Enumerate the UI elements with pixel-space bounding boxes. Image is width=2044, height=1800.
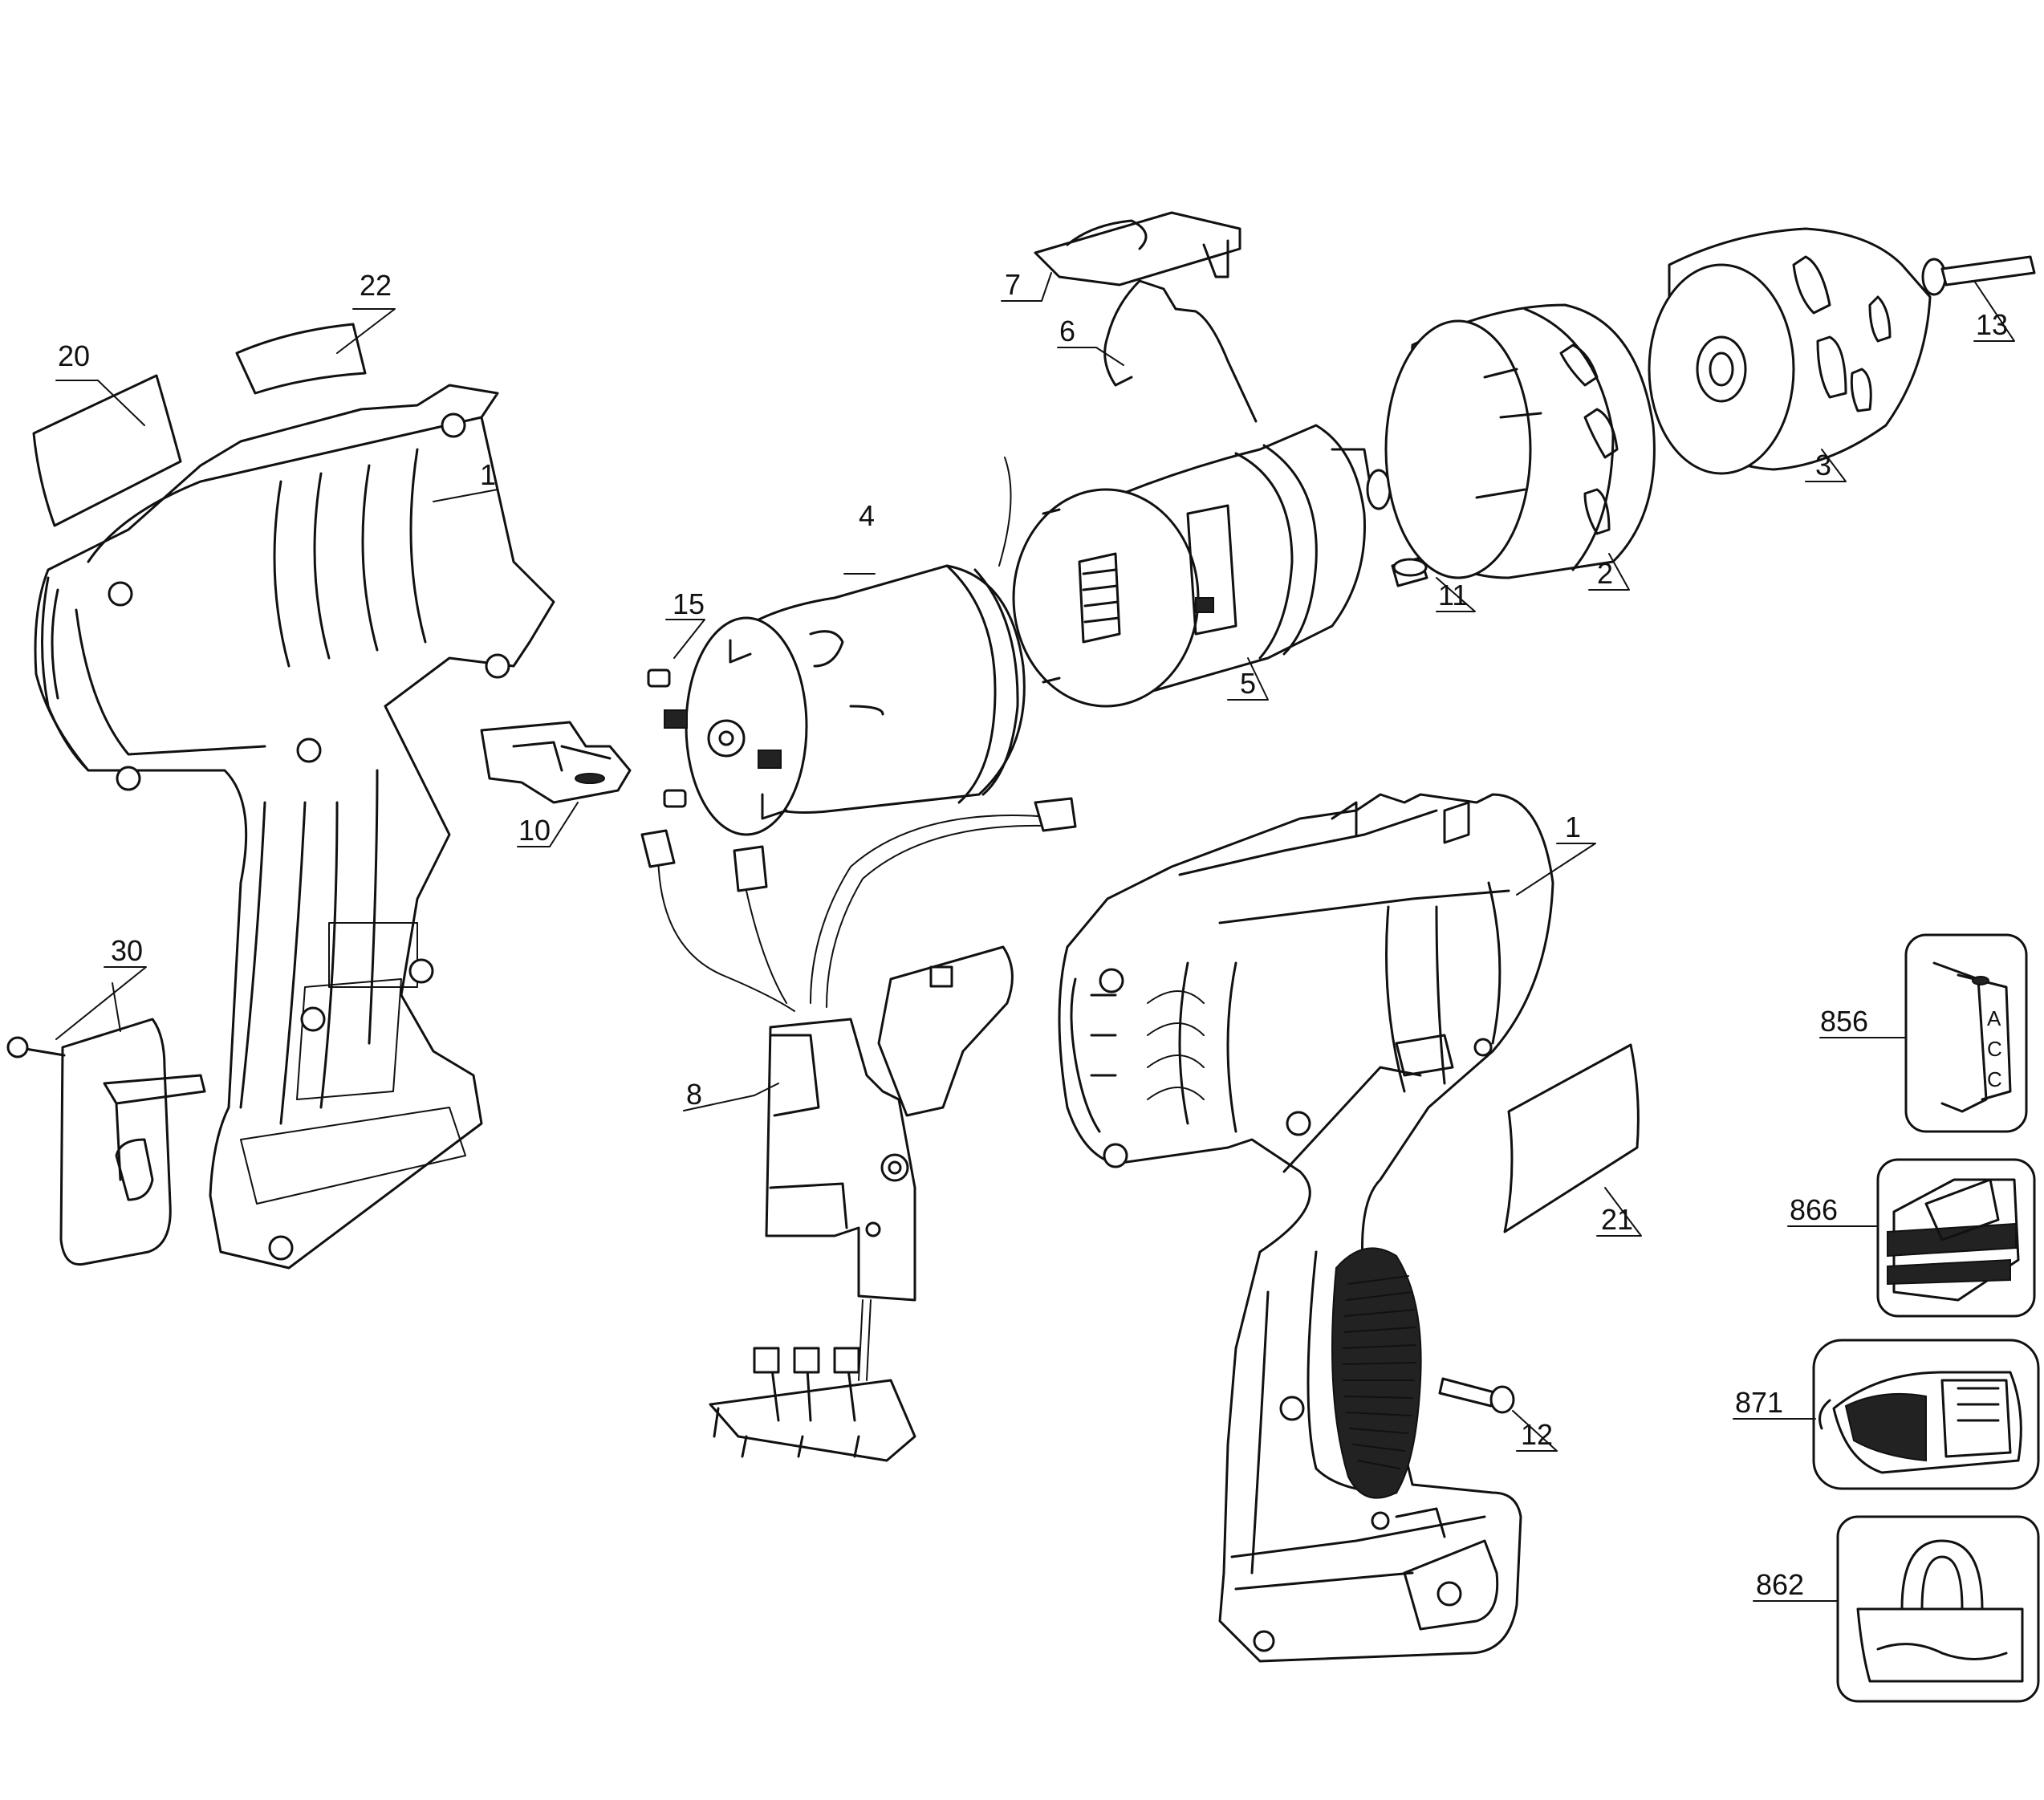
accessory-856-letter-3: C — [1987, 1067, 2002, 1091]
callout-6: 6 — [1059, 315, 1075, 347]
accessory-871-charger — [1812, 1339, 2040, 1490]
battery-terminal-block — [709, 1347, 916, 1462]
part-2-clutch-collar — [1384, 303, 1656, 579]
callout-5: 5 — [1240, 667, 1256, 700]
part-1-assembled-housing — [1058, 793, 1554, 1663]
callout-1-right: 1 — [1565, 811, 1581, 843]
part-11-screw — [1391, 556, 1428, 587]
part-13-chuck-screw — [1921, 255, 2036, 296]
callout-8: 8 — [686, 1078, 702, 1111]
handle-grip-pad — [1331, 1247, 1422, 1499]
callout-leader-lines — [55, 272, 2015, 1602]
accessory-862-kit-bag — [1836, 1515, 2040, 1703]
callout-3: 3 — [1815, 449, 1831, 481]
part-8-switch-assembly — [640, 797, 1077, 1381]
part-7-shift-button — [1034, 211, 1241, 286]
accessory-856-letter-2: C — [1987, 1037, 2002, 1061]
callout-12: 12 — [1521, 1418, 1553, 1451]
callout-15: 15 — [673, 587, 705, 620]
part-20-label-sticker — [32, 374, 182, 527]
callout-22: 22 — [360, 269, 392, 302]
part-10-connector — [480, 721, 632, 804]
callout-871: 871 — [1735, 1386, 1783, 1419]
part-12-screw — [1438, 1377, 1515, 1414]
part-30-belt-clip — [6, 1018, 206, 1266]
callout-30: 30 — [111, 934, 143, 967]
callout-11: 11 — [1438, 579, 1468, 612]
callout-2: 2 — [1597, 557, 1613, 590]
callout-20: 20 — [58, 339, 90, 372]
accessory-856-letter-1: A — [1987, 1006, 2001, 1030]
callout-13: 13 — [1976, 308, 2008, 341]
accessory-856-manual: A C C — [1904, 933, 2028, 1133]
part-4-motor — [664, 564, 1026, 836]
callout-862: 862 — [1756, 1568, 1804, 1601]
callout-21: 21 — [1601, 1203, 1633, 1236]
callout-856: 856 — [1820, 1005, 1868, 1038]
callout-10: 10 — [518, 814, 551, 847]
accessory-866-battery — [1876, 1158, 2036, 1318]
callout-7: 7 — [1005, 268, 1021, 301]
callout-labels: 20 22 1 4 15 10 30 7 6 11 5 2 3 13 1 21 … — [58, 268, 2008, 1601]
part-5-gearbox — [1012, 424, 1392, 708]
part-15-spacer-pins — [647, 668, 687, 808]
part-22-label-sticker — [235, 323, 367, 395]
callout-866: 866 — [1790, 1193, 1838, 1226]
part-21-label-sticker — [1503, 1043, 1640, 1233]
callout-1-left: 1 — [480, 458, 496, 491]
part-6-spring-clip — [1103, 279, 1258, 423]
part-1-left-housing-half — [34, 384, 555, 1270]
part-3-chuck — [1648, 227, 1932, 475]
callout-4: 4 — [859, 499, 875, 532]
